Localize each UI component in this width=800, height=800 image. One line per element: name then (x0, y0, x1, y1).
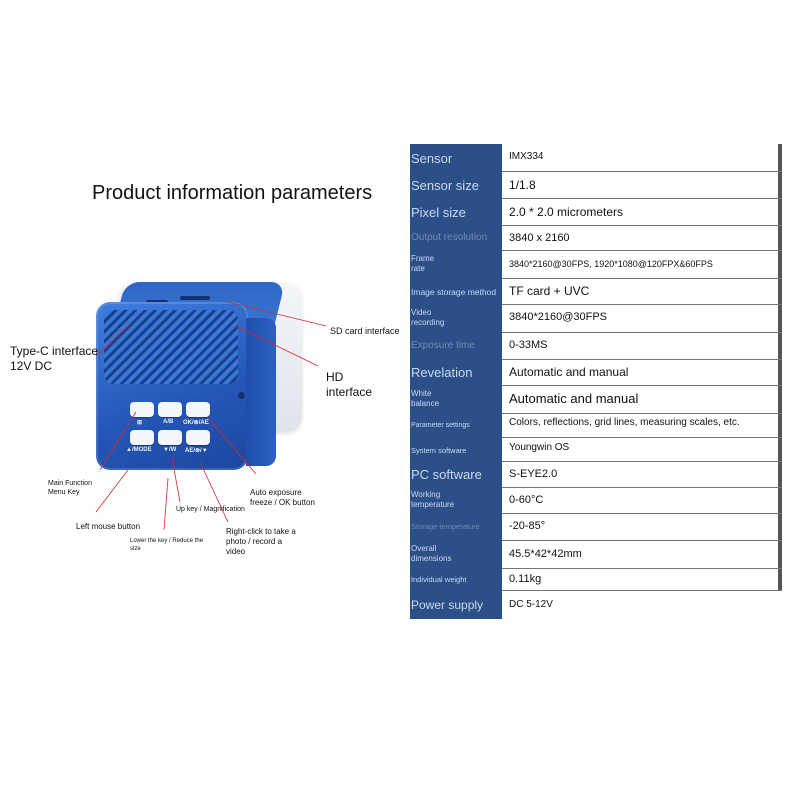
ab-button[interactable] (158, 402, 182, 417)
ventilation-grille (104, 310, 238, 384)
param-value-cell: Automatic and manual (502, 360, 782, 386)
param-value-cell: S-EYE2.0 (502, 462, 782, 488)
page-title: Product information parameters (92, 182, 373, 204)
table-row: Parameter settings Colors, reflections, … (410, 414, 782, 438)
mode-up-button[interactable] (130, 430, 154, 445)
callout-line-type-c (95, 323, 131, 357)
param-name: System software (410, 438, 502, 462)
param-name: Frame rate (410, 251, 502, 279)
table-row: Exposure time 0-33MS (410, 333, 782, 360)
param-name: Working temperature (410, 488, 502, 514)
right-click-button[interactable] (186, 430, 210, 445)
table-row: Pixel size 2.0 * 2.0 micrometers (410, 199, 782, 226)
param-value-cell: 3840 x 2160 (502, 226, 782, 251)
table-row: Video recording 3840*2160@30FPS (410, 305, 782, 333)
param-value-cell: 0-33MS (502, 333, 782, 360)
main-function-button[interactable] (130, 402, 154, 417)
table-row: PC software S-EYE2.0 (410, 462, 782, 488)
param-value-cell: -20-85° (502, 514, 782, 541)
param-name: Exposure time (410, 333, 502, 360)
table-row: System software Youngwin OS (410, 438, 782, 462)
param-value-cell: DC 5-12V (509, 599, 553, 610)
table-row: Power supply DC 5-12V (410, 591, 782, 619)
callout-line-main (99, 411, 137, 471)
callout-up-key: Up key / Magnification (176, 506, 245, 513)
callout-line-up (171, 457, 181, 503)
hd-port (238, 392, 245, 399)
button-label: AE/⊗/▼ (185, 448, 208, 454)
callout-line-left (95, 469, 129, 513)
table-row: Overall dimensions 45.5*42*42mm (410, 541, 782, 569)
param-value-cell: 3840*2160@30FPS (502, 305, 782, 333)
callout-hd: HD interface (326, 370, 373, 399)
param-value-cell: Youngwin OS (502, 438, 782, 462)
param-value-cell: 1/1.8 (502, 172, 782, 199)
button-label: A/B (163, 419, 174, 425)
table-row: Image storage method TF card + UVC (410, 279, 782, 305)
down-button[interactable] (158, 430, 182, 445)
table-row: Sensor IMX334 (410, 144, 782, 172)
param-name: Video recording (410, 305, 502, 333)
param-name: Pixel size (410, 199, 502, 226)
button-label: ⊞ (137, 420, 143, 426)
param-value-cell: 0.11kg (502, 569, 782, 591)
callout-line-right (199, 461, 229, 523)
callout-sd-card: SD card interface (330, 326, 400, 336)
table-row: Revelation Automatic and manual (410, 360, 782, 386)
param-name: Sensor (410, 144, 502, 172)
callout-auto-exposure: Auto exposure freeze / OK button (250, 488, 315, 507)
button-label: ▲/MODE (126, 447, 152, 453)
param-name: Overall dimensions (410, 541, 502, 569)
button-label: OK/⊗/AE (183, 420, 209, 426)
callout-line-ae (207, 417, 257, 475)
top-slot (180, 296, 210, 300)
param-value-cell: IMX334 (502, 144, 782, 172)
param-name: Individual weight (410, 569, 502, 591)
param-value-cell: 3840*2160@30FPS, 1920*1080@120FPX&60FPS (502, 251, 782, 279)
callout-line-lower (163, 477, 169, 531)
param-name: White balance (410, 386, 502, 414)
callout-line-sd (227, 301, 327, 327)
callout-lower-key: Lower the key / Reduce the size (130, 538, 204, 552)
param-value-cell: Colors, reflections, grid lines, measuri… (502, 414, 782, 438)
param-value-cell: Automatic and manual (502, 386, 782, 414)
callout-right-click: Right-click to take a photo / record a v… (226, 527, 296, 556)
table-row: Working temperature 0-60°C (410, 488, 782, 514)
callout-main-function: Main Function Menu Key (48, 480, 92, 496)
callout-left-mouse: Left mouse button (76, 522, 141, 531)
param-value-cell: TF card + UVC (502, 279, 782, 305)
callout-line-hd (235, 325, 319, 367)
callout-type-c: Type-C interface 12V DC (10, 344, 99, 373)
param-name: Revelation (410, 360, 502, 386)
button-label: ▼/W (163, 447, 177, 453)
ok-ae-button[interactable] (186, 402, 210, 417)
param-value-cell: 45.5*42*42mm (502, 541, 782, 569)
table-row: Individual weight 0.11kg (410, 569, 782, 591)
table-row: Frame rate 3840*2160@30FPS, 1920*1080@12… (410, 251, 782, 279)
param-name: Output resolution (410, 226, 502, 251)
param-value-cell: 2.0 * 2.0 micrometers (502, 199, 782, 226)
table-row: Storage temperature -20-85° (410, 514, 782, 541)
table-row: Sensor size 1/1.8 (410, 172, 782, 199)
param-name: Parameter settings (410, 414, 502, 438)
param-name: Storage temperature (410, 514, 502, 541)
table-row: Output resolution 3840 x 2160 (410, 226, 782, 251)
param-name: Sensor size (410, 172, 502, 199)
table-row: White balance Automatic and manual (410, 386, 782, 414)
param-name: Image storage method (410, 279, 502, 305)
param-name: Power supply (410, 591, 502, 619)
param-value-cell: 0-60°C (502, 488, 782, 514)
param-name: PC software (410, 462, 502, 488)
